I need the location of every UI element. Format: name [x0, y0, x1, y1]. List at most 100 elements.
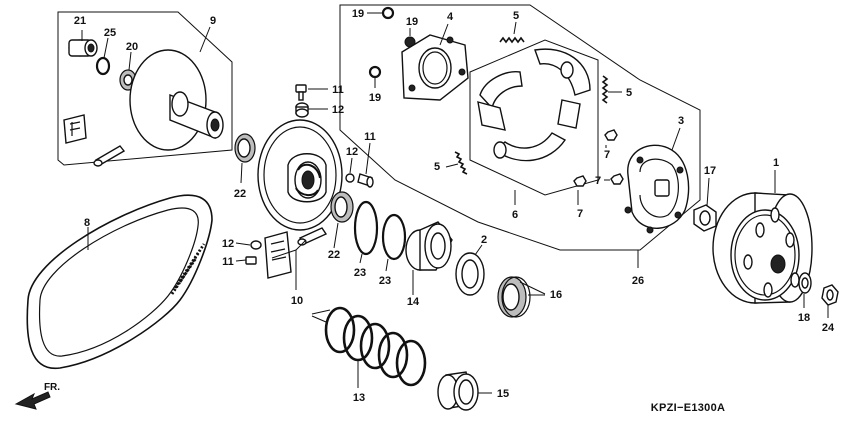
label-11a: 11	[332, 84, 344, 96]
label-2: 2	[481, 234, 487, 246]
leader-9	[199, 26, 211, 53]
leader-25	[103, 37, 109, 59]
label-19b: 19	[406, 16, 418, 28]
label-7a: 7	[604, 149, 610, 161]
collar-part-2	[345, 173, 355, 183]
bolt-part-3	[245, 256, 257, 265]
label-9: 9	[210, 15, 216, 27]
clip-19-part-3	[368, 65, 382, 79]
label-20: 20	[126, 41, 138, 53]
nut-7-part-3	[610, 173, 624, 185]
bolt-part-2	[357, 173, 374, 188]
label-25: 25	[104, 27, 116, 39]
leader-13-top	[311, 309, 331, 323]
clutch-spring-part-2	[601, 75, 609, 104]
diagram-code: KPZI−E1300A	[651, 402, 726, 414]
seal-part	[497, 276, 531, 318]
leader-12b	[349, 157, 353, 174]
nut-17-part	[693, 204, 717, 232]
label-12a: 12	[332, 104, 344, 116]
label-1: 1	[773, 157, 779, 169]
o-ring-part-2	[381, 213, 407, 261]
leader-16	[519, 281, 546, 296]
collar-part	[295, 102, 309, 118]
label-10: 10	[291, 295, 303, 307]
label-23b: 23	[379, 275, 391, 287]
clutch-plate-part	[401, 34, 469, 101]
shoe-box	[469, 39, 599, 196]
clutch-shoe-part	[477, 48, 591, 162]
label-12b: 12	[346, 146, 358, 158]
leader-11b	[365, 142, 371, 175]
label-7b: 7	[577, 208, 583, 220]
collar-part-3	[250, 240, 262, 250]
label-22b: 22	[328, 249, 340, 261]
label-26: 26	[632, 275, 644, 287]
pin-part	[93, 145, 126, 167]
nut-24-part	[821, 284, 839, 306]
label-11b: 11	[364, 131, 376, 143]
label-19a: 19	[352, 8, 364, 20]
label-12c: 12	[222, 238, 234, 250]
leader-22a	[240, 162, 243, 184]
nut-7-part-2	[573, 175, 587, 187]
decal-part	[264, 231, 292, 279]
label-7c: 7	[595, 175, 601, 187]
clutch-spring-part-3	[454, 151, 468, 175]
label-3: 3	[678, 115, 684, 127]
leader-5c	[445, 163, 459, 168]
leader-11c	[235, 259, 247, 262]
label-5b: 5	[626, 87, 632, 99]
leader-17	[706, 177, 710, 207]
oil-seal-part-2	[330, 191, 354, 223]
group-box-drive-pulley	[57, 11, 233, 166]
leader-23a	[359, 253, 363, 264]
front-label: FR.	[44, 382, 60, 393]
leader-22b	[333, 222, 339, 249]
seal-collar-part	[405, 221, 453, 271]
o-ring-part	[353, 200, 379, 256]
label-plate-part	[63, 114, 87, 144]
nut-7-part	[604, 129, 618, 141]
drive-belt-part	[26, 194, 213, 370]
label-23a: 23	[354, 267, 366, 279]
label-14: 14	[407, 296, 420, 308]
leader-20	[128, 51, 132, 71]
drive-plate-part	[624, 144, 690, 234]
leader-12c	[235, 242, 251, 246]
leader-23b	[385, 258, 389, 272]
washer-18-part	[798, 272, 812, 294]
label-6: 6	[512, 209, 518, 221]
needle-bearing-part	[68, 39, 98, 57]
circlip-part	[95, 56, 111, 76]
clutch-spring-part	[499, 36, 525, 44]
label-15: 15	[497, 388, 509, 400]
label-16: 16	[550, 289, 562, 301]
collar-15-part	[437, 371, 479, 411]
leader-3	[671, 127, 681, 151]
leader-10	[271, 239, 307, 290]
movable-driven-face-part	[257, 119, 343, 231]
leader-2	[474, 244, 483, 256]
label-11c: 11	[222, 256, 234, 268]
label-5a: 5	[513, 10, 519, 22]
label-24: 24	[822, 322, 835, 334]
driven-face-part	[129, 49, 224, 151]
oil-seal-part	[234, 133, 256, 163]
label-4: 4	[447, 11, 454, 23]
leader-5a	[513, 21, 517, 35]
label-13: 13	[353, 392, 365, 404]
leader-4	[439, 23, 449, 46]
label-5c: 5	[434, 161, 440, 173]
label-21: 21	[74, 15, 86, 27]
bolt-part	[295, 84, 307, 101]
label-18: 18	[798, 312, 810, 324]
guide-pin-part	[297, 227, 328, 246]
label-22a: 22	[234, 188, 246, 200]
washer-part	[455, 252, 485, 296]
driven-spring-part	[324, 306, 427, 387]
label-17: 17	[704, 165, 716, 177]
clip-19-part	[381, 6, 395, 20]
